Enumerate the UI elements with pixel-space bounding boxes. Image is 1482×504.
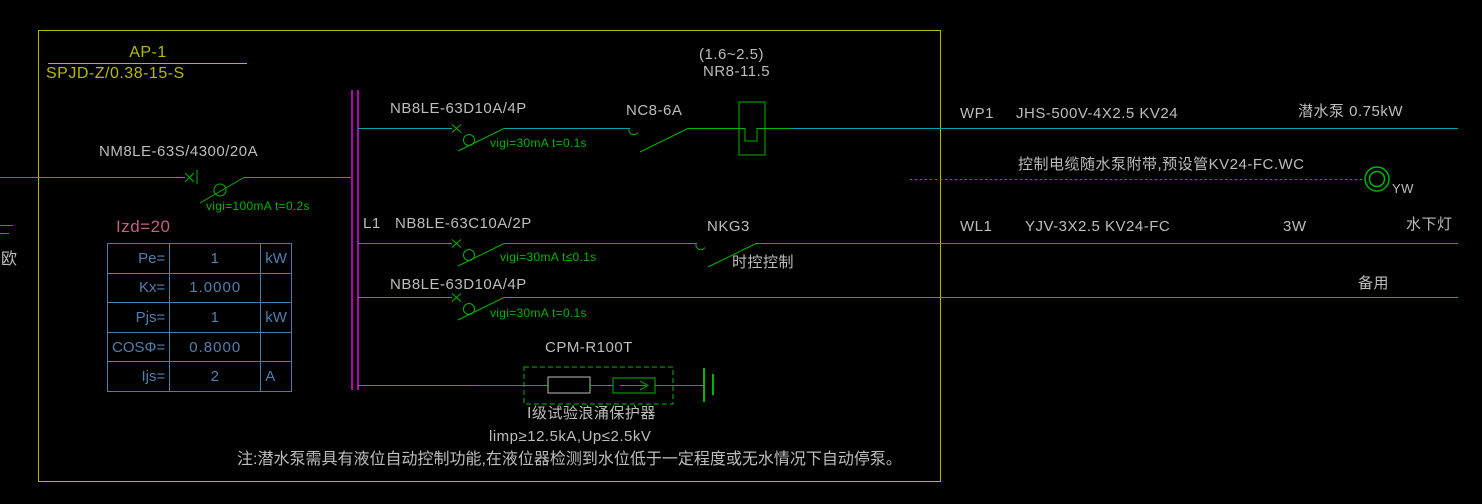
control-cable-label: 控制电缆随水泵附带,预设管KV24-FC.WC (1018, 156, 1305, 173)
branch1-breaker-symbol (451, 124, 505, 152)
calc-value: 1 (169, 302, 262, 333)
spd-model-label: CPM-R100T (545, 339, 633, 356)
branch1-contactor-symbol (628, 128, 739, 153)
main-breaker-label: NM8LE-63S/4300/20A (99, 143, 259, 160)
calc-unit (260, 272, 292, 304)
branch1-vigi: vigi=30mA t=0.1s (490, 136, 587, 150)
calc-unit: A (260, 361, 292, 392)
spd-fuse-symbol (547, 376, 591, 394)
table-row: COSΦ=0.8000 (106, 331, 292, 363)
branch2-id: L1 (363, 215, 381, 232)
table-row: Kx=1.0000 (106, 272, 292, 304)
side-partial-char: 欧 (1, 251, 18, 268)
branch1-breaker-label: NB8LE-63D10A/4P (390, 100, 527, 117)
circuit-wp1-id: WP1 (960, 105, 995, 122)
busbar (351, 90, 359, 390)
calc-value: 1 (169, 243, 262, 274)
calc-unit: kW (260, 302, 292, 333)
calc-label: COSΦ= (106, 331, 171, 363)
branch3-vigi: vigi=30mA t=0.1s (490, 306, 587, 320)
branch3-spare-label: 备用 (1358, 275, 1390, 292)
spd-ground-symbol (703, 368, 714, 402)
branch2-contactor-symbol (695, 243, 757, 268)
calc-value: 0.8000 (169, 331, 262, 363)
calc-unit: kW (260, 243, 292, 274)
circuit-wp1-load: 潜水泵 0.75kW (1298, 103, 1404, 120)
circuit-wp1-cable: JHS-500V-4X2.5 KV24 (1016, 105, 1179, 122)
spd-arrester-symbol (612, 377, 704, 394)
panel-frame (38, 30, 941, 482)
relay-range-label: (1.6~2.5) (699, 46, 764, 63)
spd-class-label: Ⅰ级试验浪涌保护器 (527, 405, 656, 422)
circuit-wl1-power: 3W (1283, 218, 1307, 235)
calc-label: Pjs= (106, 302, 171, 333)
drawing-note: 注:潜水泵需具有液位自动控制功能,在液位器检测到水位低于一定程度或无水情况下自动… (237, 451, 902, 468)
yw-device-label: YW (1392, 181, 1414, 196)
branch2-breaker-symbol (451, 239, 505, 267)
circuit-wl1-load: 水下灯 (1406, 216, 1453, 233)
branch1-contactor-label: NC8-6A (626, 102, 683, 119)
branch3-breaker-label: NB8LE-63D10A/4P (390, 276, 527, 293)
branch2-contactor-note: 时控控制 (732, 254, 795, 271)
branch1-thermal-relay-symbol (738, 101, 790, 156)
spd-dashed-enclosure (523, 366, 674, 405)
branch2-breaker-label: NB8LE-63C10A/2P (395, 215, 532, 232)
panel-model: SPJD-Z/0.38-15-S (46, 65, 185, 82)
calc-label: Kx= (106, 272, 171, 304)
branch2-vigi: vigi=30mA t≤0.1s (500, 250, 597, 264)
main-breaker-vigi: vigi=100mA t=0.2s (206, 199, 310, 213)
left-edge-ground-marks (0, 225, 13, 234)
yw-device-symbol (1364, 166, 1390, 192)
calc-label: Ijs= (106, 361, 171, 392)
panel-title: AP-1 (129, 44, 167, 61)
izd-label: Izd=20 (116, 217, 171, 236)
main-breaker-symbol (184, 170, 245, 204)
branch2-contactor-label: NKG3 (707, 218, 750, 235)
spd-params-label: limp≥12.5kA,Up≤2.5kV (489, 428, 652, 445)
calc-label: Pe= (106, 243, 171, 274)
calc-value: 2 (169, 361, 262, 392)
calc-value: 1.0000 (169, 272, 262, 304)
branch3-breaker-symbol (451, 293, 505, 321)
relay-model-label: NR8-11.5 (703, 63, 771, 80)
circuit-wl1-cable: YJV-3X2.5 KV24-FC (1025, 218, 1171, 235)
calc-unit (260, 331, 292, 363)
circuit-wl1-id: WL1 (960, 218, 993, 235)
